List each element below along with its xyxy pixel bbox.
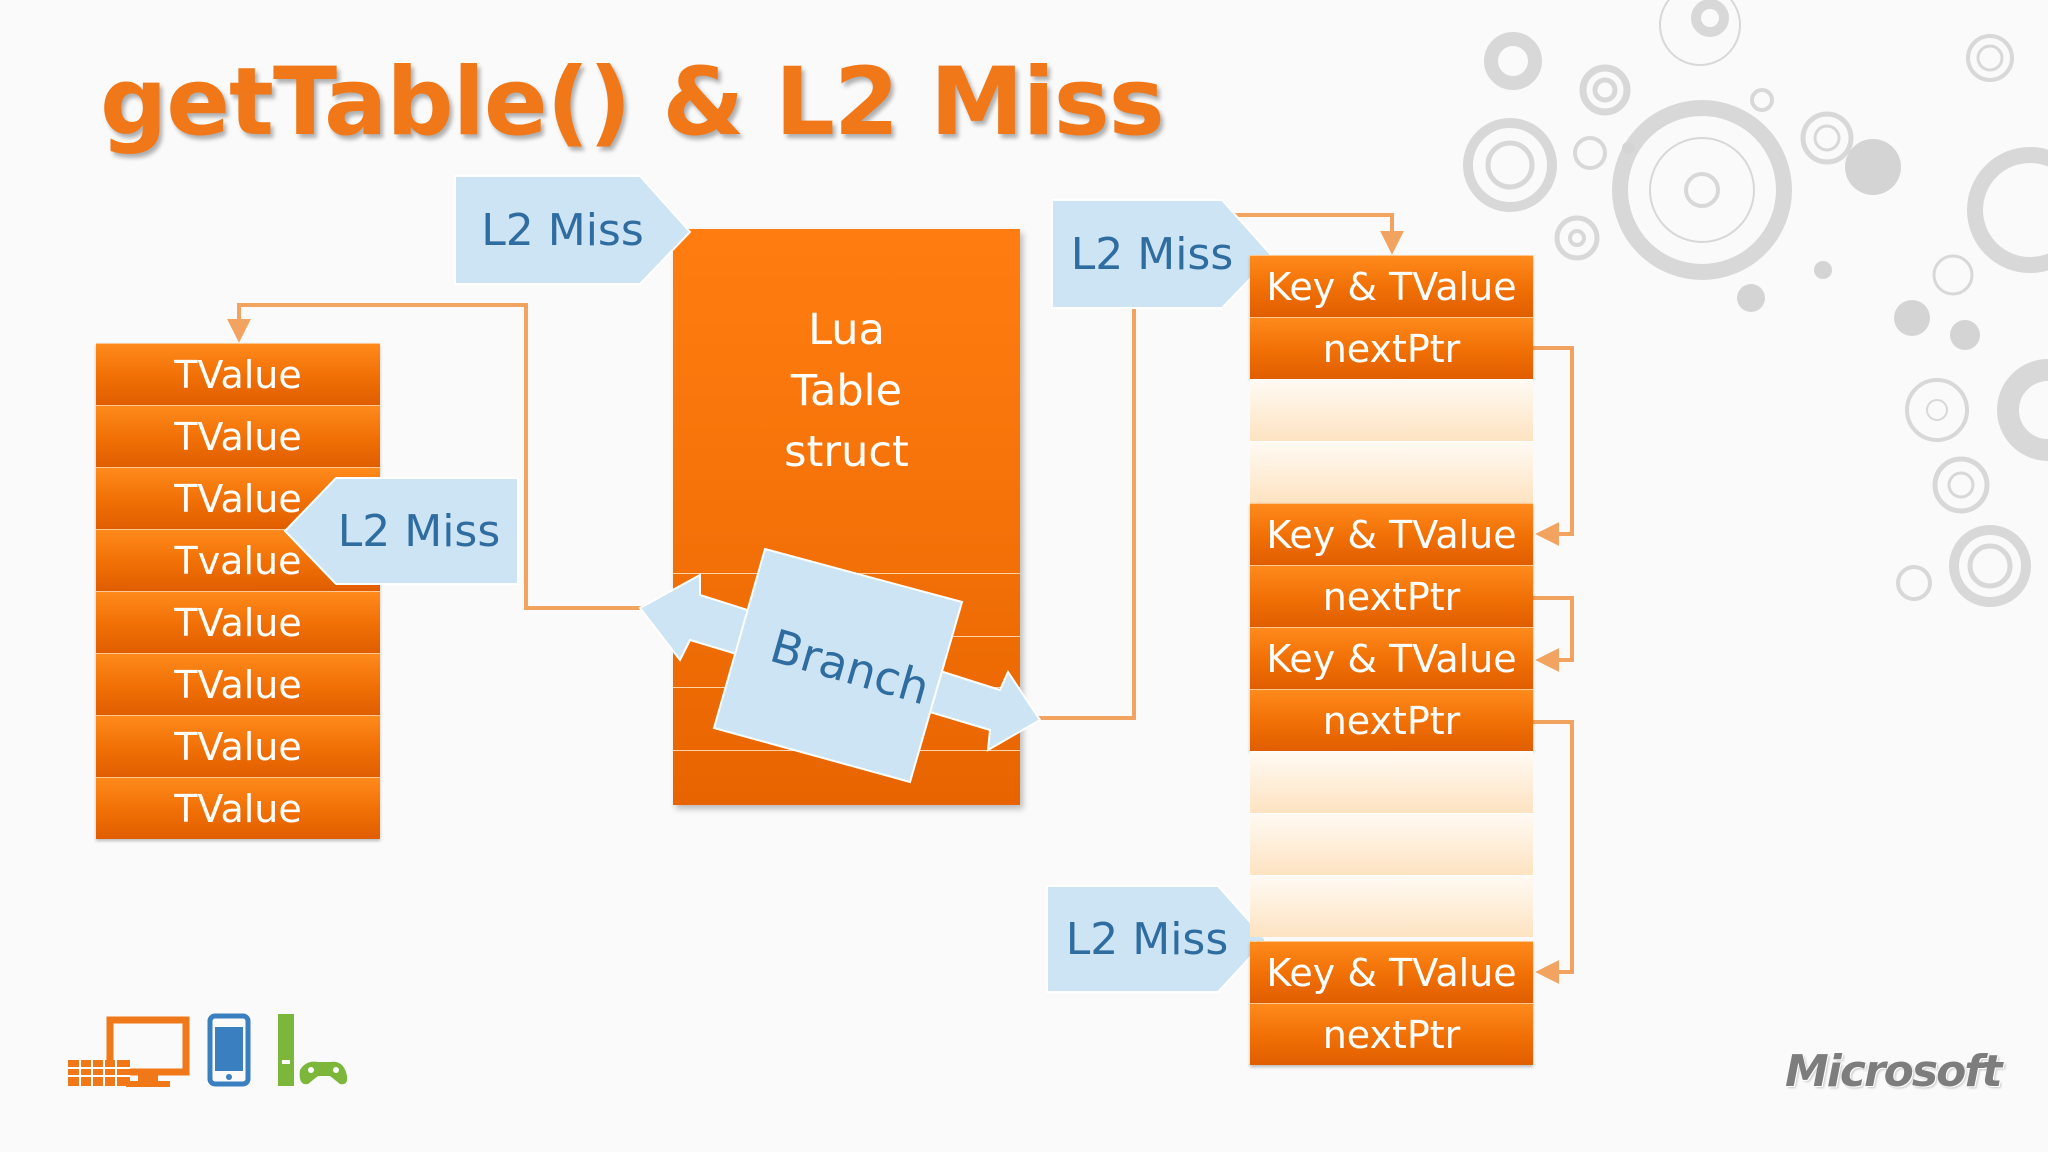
connector-chain-3 [1533,720,1574,984]
callout-arrow-bottom-chain [1046,885,1268,993]
chain-node-next-ptr: nextPtr [1250,1003,1533,1065]
chain-empty-slot [1250,813,1533,875]
tvalue-cell: TValue [96,653,380,715]
chain-empty-slot [1250,751,1533,813]
chain-node-key-tvalue: Key & TValue [1250,503,1533,565]
connector-chain-2 [1533,596,1574,672]
l2-miss-callout: L2 Miss [1065,913,1229,965]
l2-miss-callout: L2 Miss [481,204,644,256]
platform-icons [68,1013,348,1087]
chain-node-key-tvalue: Key & TValue [1250,627,1533,689]
tvalue-cell: TValue [96,777,380,839]
chain-empty-slot [1250,875,1533,937]
tvalue-cell: TValue [96,405,380,467]
chain-node-key-tvalue: Key & TValue [1250,255,1533,317]
l2-miss-callout: L2 Miss [1070,228,1234,280]
lua-table-label-line: Table [790,366,903,416]
branch-box [712,547,964,784]
callout-arrow-tvalue [283,477,519,585]
tvalue-cell: TValue [96,715,380,777]
tvalue-cell: TValue [96,343,380,405]
tvalue-cell: TValue [96,591,380,653]
chain-empty-slot [1250,379,1533,441]
lua-table-label: Lua Table struct [673,300,1020,483]
lua-table-label-line: Lua [808,305,885,355]
chain-node-next-ptr: nextPtr [1250,689,1533,751]
chain-node-next-ptr: nextPtr [1250,317,1533,379]
connector-top-to-chain [1192,213,1404,255]
phone-icon [207,1013,251,1087]
chain-empty-slot [1250,441,1533,503]
lua-table-label-line: struct [784,427,909,477]
callout-arrow-top-chain [1051,199,1274,309]
connector-chain-1 [1533,346,1574,546]
chain-node-key-tvalue: Key & TValue [1250,941,1533,1003]
microsoft-logo: Microsoft [1785,1046,2002,1097]
connector-lua-to-chain [1020,302,1136,720]
slide-title: getTable() & L2 Miss [100,48,1165,157]
callout-arrow-top-lua [454,175,692,285]
connector-lua-to-tvalues [227,303,673,610]
l2-miss-callout: L2 Miss [337,505,501,557]
pc-keyboard-monitor-icon [68,1016,190,1087]
chain-node-next-ptr: nextPtr [1250,565,1533,627]
xbox-controller-icon [278,1014,348,1086]
